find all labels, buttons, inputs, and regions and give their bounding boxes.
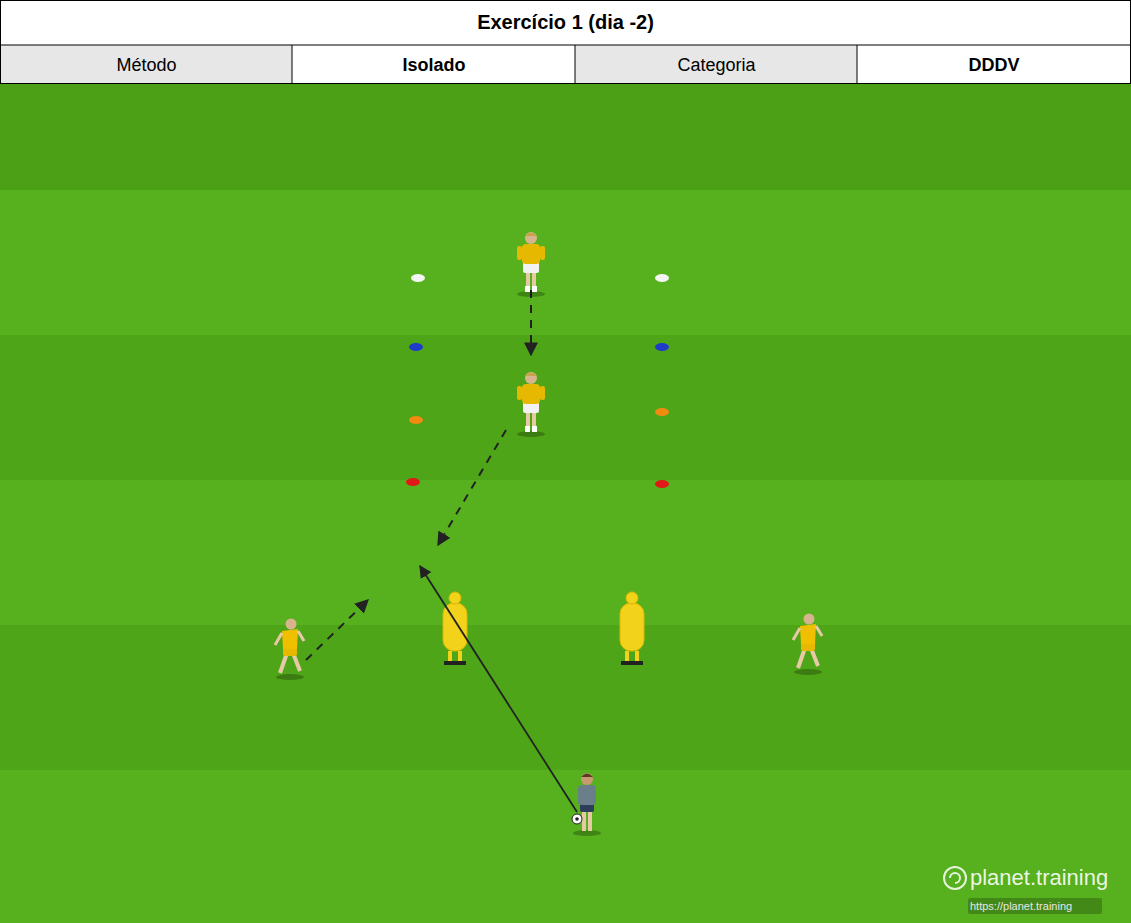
header-table (0, 0, 1131, 84)
mannequin (443, 592, 467, 665)
watermark-url: https://planet.training (970, 898, 1110, 914)
movement-arrows (306, 290, 577, 812)
mannequin (620, 592, 644, 665)
watermark-logo (944, 867, 966, 889)
player (275, 619, 304, 681)
exercise-title: Exercício 1 (dia -2) (0, 0, 1131, 45)
goalkeeper (517, 232, 545, 297)
ball (572, 814, 582, 824)
table-cell: Isolado (293, 46, 575, 84)
ball-player (573, 773, 601, 836)
cone-markers (406, 274, 669, 488)
player (793, 614, 822, 676)
table-cell: Método (1, 46, 292, 84)
table-cell: DDDV (858, 46, 1130, 84)
table-cell: Categoria (576, 46, 857, 84)
goalkeeper (517, 372, 545, 437)
watermark: planet.training (970, 864, 1128, 892)
pitch-stripes (0, 84, 1131, 923)
